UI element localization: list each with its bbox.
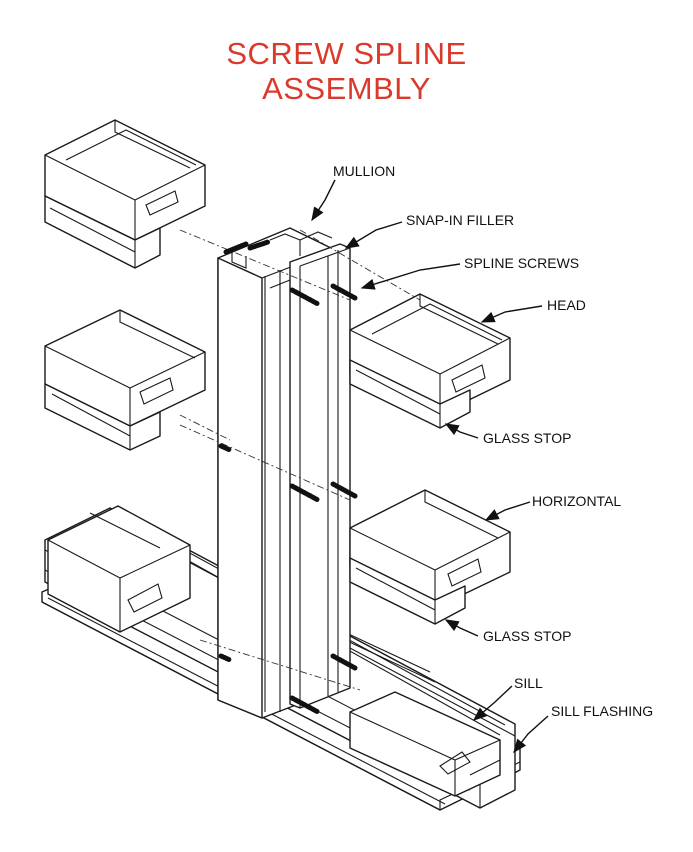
label-spline-screws: SPLINE SCREWS [464, 255, 579, 271]
upper-glass-stop-part [349, 359, 471, 429]
left-head-part [44, 119, 206, 269]
leader-arrows [311, 179, 549, 754]
title-line-1: SCREW SPLINE [226, 36, 467, 71]
label-head: HEAD [547, 297, 586, 313]
label-glass-stop-upper: GLASS STOP [483, 430, 571, 446]
alignment-lines [179, 229, 421, 691]
left-horizontal-part [44, 309, 206, 451]
snap-in-filler-part [289, 243, 351, 709]
label-mullion: MULLION [333, 163, 395, 179]
label-sill: SILL [514, 675, 543, 691]
label-snap-in-filler: SNAP-IN FILLER [406, 212, 514, 228]
title-line-2: ASSEMBLY [262, 71, 431, 106]
label-sill-flashing: SILL FLASHING [551, 703, 653, 719]
label-horizontal: HORIZONTAL [532, 493, 621, 509]
spline-screws [218, 239, 358, 715]
lower-glass-stop-part [349, 557, 466, 625]
label-glass-stop-lower: GLASS STOP [483, 628, 571, 644]
